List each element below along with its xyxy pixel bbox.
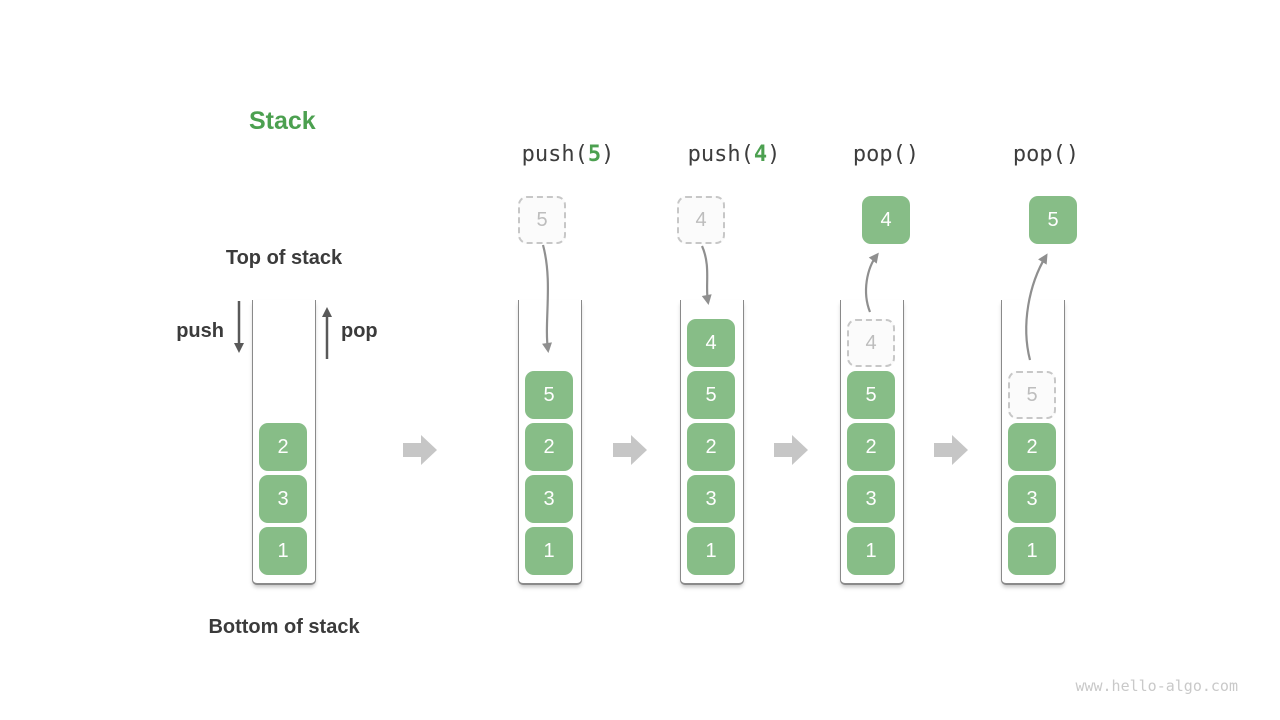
op-arg: 5: [587, 142, 602, 167]
stack-element: 5: [847, 371, 895, 419]
right-block-arrow-icon: [403, 435, 437, 465]
op-arg: 4: [753, 142, 768, 167]
right-block-arrow-icon: [774, 435, 808, 465]
stack-element: 1: [847, 527, 895, 575]
op-text: push(: [687, 142, 754, 167]
stack-element: 2: [259, 423, 307, 471]
op-text: pop(: [852, 142, 906, 167]
right-block-arrow-icon: [613, 435, 647, 465]
stack-element: 2: [525, 423, 573, 471]
floating-value-box: 4: [677, 196, 725, 244]
curved-down-arrow-icon: [700, 245, 712, 305]
stack-element-ghost: 5: [1008, 371, 1056, 419]
stack-element: 3: [259, 475, 307, 523]
popped-value-box: 4: [862, 196, 910, 244]
operation-label-push-5: push(5): [478, 142, 658, 167]
stack-element: 3: [1008, 475, 1056, 523]
popped-value-box: 5: [1029, 196, 1077, 244]
operation-label-pop-2: pop(): [956, 142, 1136, 167]
stack-element: 1: [259, 527, 307, 575]
op-text: push(: [521, 142, 588, 167]
operation-label-pop-1: pop(): [796, 142, 976, 167]
top-of-stack-label: Top of stack: [225, 247, 343, 269]
stack-element: 2: [847, 423, 895, 471]
stack-element-ghost: 4: [847, 319, 895, 367]
stack-element: 3: [687, 475, 735, 523]
op-text: ): [767, 142, 781, 167]
stack-element: 1: [687, 527, 735, 575]
stack-element: 3: [847, 475, 895, 523]
stack-element: 2: [687, 423, 735, 471]
push-label: push: [176, 320, 224, 342]
diagram-title: Stack: [249, 107, 316, 135]
stack-element: 2: [1008, 423, 1056, 471]
op-text: pop(: [1012, 142, 1066, 167]
stack-element: 1: [525, 527, 573, 575]
op-text: ): [601, 142, 615, 167]
op-text: ): [1065, 142, 1080, 167]
operation-label-push-4: push(4): [644, 142, 824, 167]
right-block-arrow-icon: [934, 435, 968, 465]
bottom-of-stack-label: Bottom of stack: [208, 616, 360, 638]
stack-element: 4: [687, 319, 735, 367]
website-watermark: www.hello-algo.com: [1075, 677, 1238, 695]
floating-value-box: 5: [518, 196, 566, 244]
stack-element: 5: [525, 371, 573, 419]
op-text: ): [905, 142, 920, 167]
pop-label: pop: [341, 320, 378, 342]
stack-element: 1: [1008, 527, 1056, 575]
stack-element: 3: [525, 475, 573, 523]
stack-element: 5: [687, 371, 735, 419]
